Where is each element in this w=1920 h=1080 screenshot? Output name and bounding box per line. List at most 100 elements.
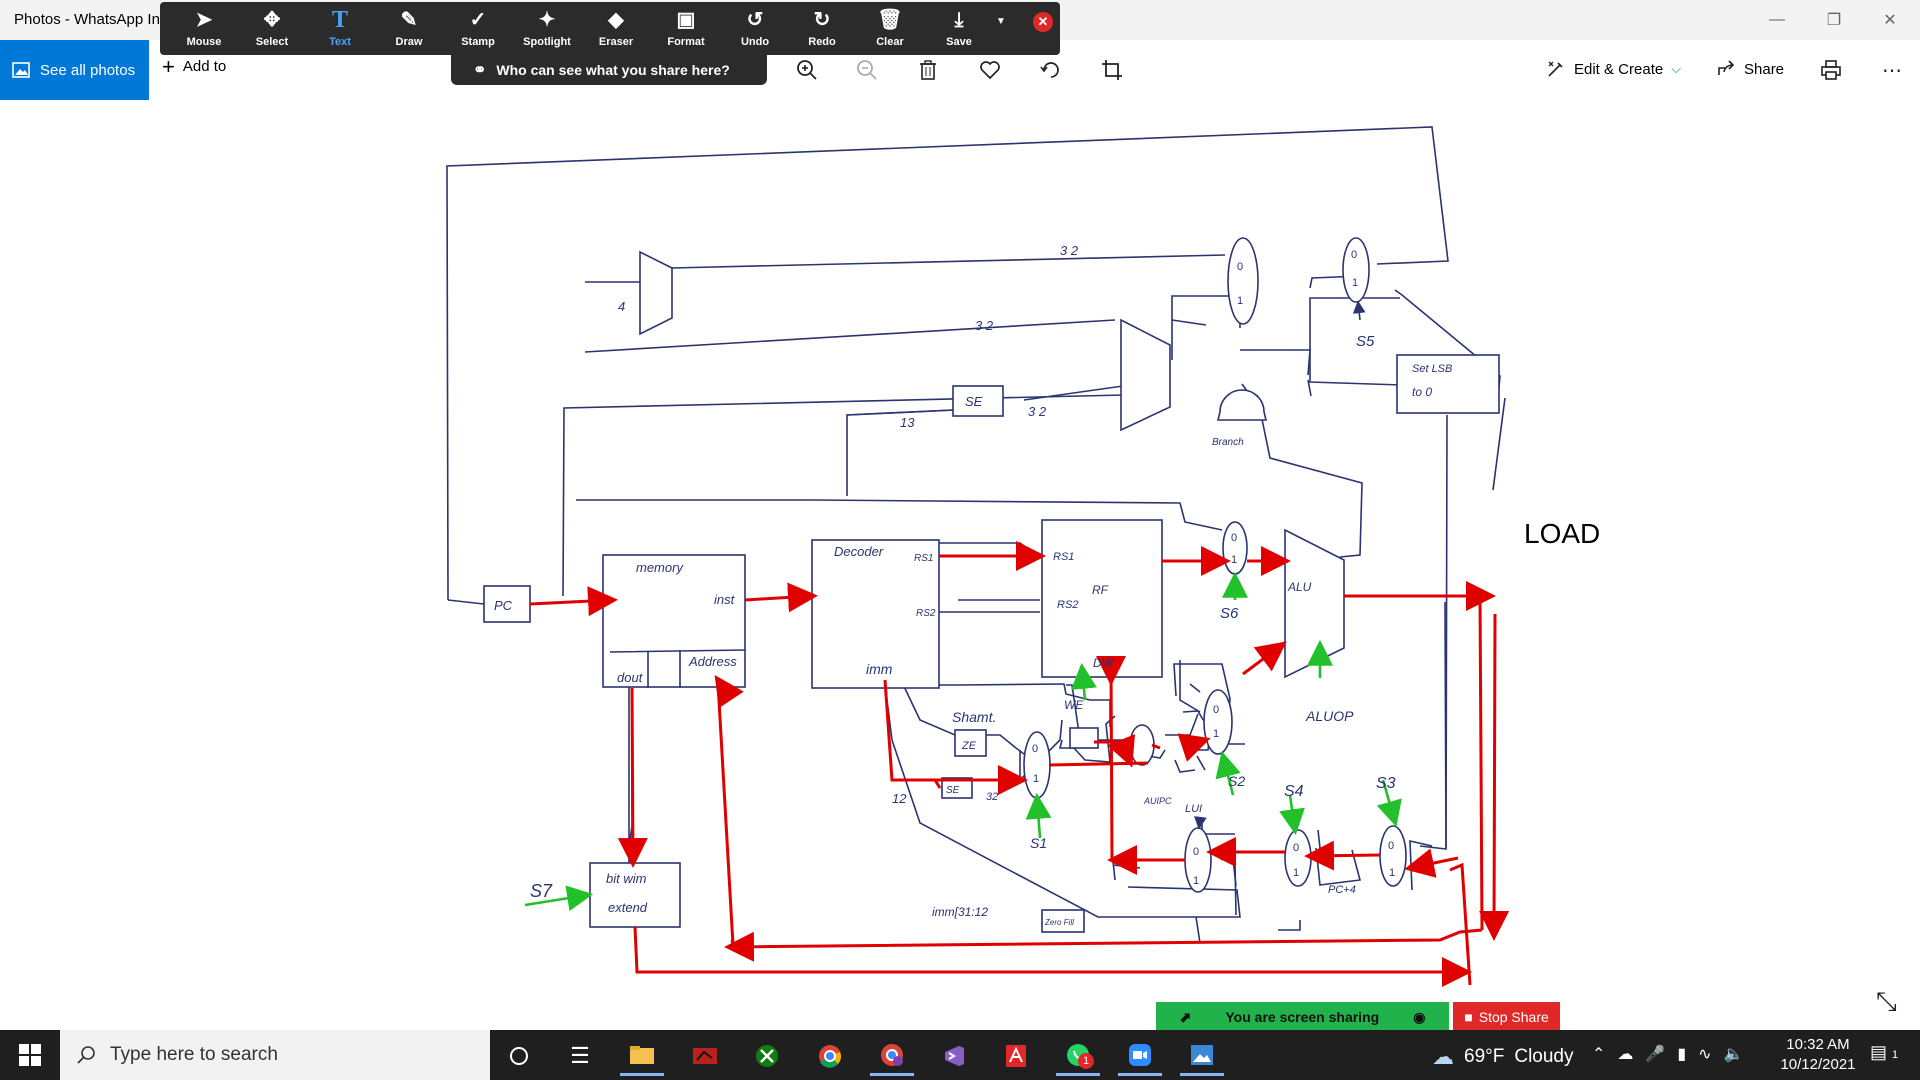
redo-icon: ↻ <box>813 8 831 31</box>
task-view-icon[interactable]: ☰ <box>570 1043 590 1068</box>
label-se-top: SE <box>965 394 983 409</box>
rotate-icon[interactable] <box>1037 56 1065 84</box>
chrome-icon[interactable] <box>808 1036 852 1076</box>
photos-icon <box>12 62 30 78</box>
notification-count: 1 <box>1892 1049 1899 1061</box>
tool-save[interactable]: ⤓Save <box>927 2 991 55</box>
chevron-up-icon[interactable]: ⌃ <box>1592 1046 1606 1063</box>
register-file <box>1041 519 1163 678</box>
eraser-icon: ◆ <box>608 8 624 31</box>
label-we: WE <box>1064 698 1084 712</box>
label-imm-31-12: imm[31:12 <box>932 905 988 919</box>
label-s3: S3 <box>1376 775 1396 792</box>
tool-mouse[interactable]: ➤Mouse <box>172 2 236 55</box>
label-w13: 13 <box>900 415 915 430</box>
text-icon: T <box>331 6 348 33</box>
notification-center[interactable]: ▤ 1 <box>1870 1042 1898 1063</box>
share-button[interactable]: Share <box>1716 59 1784 79</box>
edit-create-button[interactable]: Edit & Create ⌵ <box>1546 59 1681 79</box>
add-to-button[interactable]: + Add to <box>162 53 226 79</box>
crop-icon[interactable] <box>1098 56 1126 84</box>
cloud-icon: ☁ <box>1432 1044 1454 1069</box>
tool-stamp[interactable]: ✓Stamp <box>446 2 510 55</box>
label-set-lsb-2: to 0 <box>1412 385 1432 399</box>
stop-share-button[interactable]: ■ Stop Share <box>1453 1002 1560 1032</box>
tool-eraser[interactable]: ◆ Eraser <box>584 2 648 55</box>
share-icon <box>1718 60 1735 75</box>
person-icon: ⚭ <box>473 62 487 79</box>
share-visibility-text: Who can see what you share here? <box>496 62 730 78</box>
microphone-icon[interactable]: 🎤 <box>1645 1046 1666 1063</box>
label-rs2-out: RS2 <box>916 608 936 619</box>
heart-icon[interactable] <box>976 56 1004 84</box>
label-address: Address <box>688 654 737 669</box>
mux-top-1 <box>1227 237 1259 325</box>
checkmark-icon: ✓ <box>469 8 487 31</box>
tool-draw[interactable]: ✎Draw <box>377 2 441 55</box>
label-aluop: ALUOP <box>1305 708 1354 724</box>
label-pc4: PC+4 <box>1328 884 1356 896</box>
label-rf-rs1: RS1 <box>1053 551 1074 563</box>
onedrive-icon[interactable]: ☁ <box>1617 1046 1634 1063</box>
weather-desc: Cloudy <box>1514 1046 1574 1067</box>
restore-button[interactable]: ❐ <box>1804 0 1864 40</box>
file-explorer-icon[interactable] <box>620 1036 664 1076</box>
tool-select[interactable]: ✥Select <box>240 2 304 55</box>
tool-spotlight[interactable]: ✦Spotlight <box>515 2 579 55</box>
share-visibility-banner[interactable]: ⚭ Who can see what you share here? <box>451 55 767 85</box>
volume-icon[interactable]: 🔈 <box>1723 1046 1744 1063</box>
tool-format[interactable]: ▣Format <box>654 2 718 55</box>
tool-label: Format <box>667 35 705 48</box>
close-annotation-button[interactable]: ✕ <box>1033 12 1053 32</box>
visual-studio-icon[interactable] <box>932 1036 976 1076</box>
shield-check-icon: ◉ <box>1413 1008 1426 1025</box>
cortana-icon[interactable] <box>497 1036 541 1076</box>
chevron-down-icon: ⌵ <box>1671 61 1682 76</box>
wifi-icon[interactable]: ∿ <box>1698 1046 1712 1063</box>
tool-text[interactable]: T Text <box>308 2 372 55</box>
clock[interactable]: 10:32 AM 10/12/2021 <box>1768 1035 1868 1075</box>
minimize-button[interactable]: — <box>1747 0 1807 40</box>
print-icon[interactable] <box>1817 56 1845 84</box>
mux-s6 <box>1222 521 1248 575</box>
label-w32a: 3 2 <box>1060 243 1079 258</box>
tool-label: Mouse <box>186 35 222 48</box>
save-dropdown-icon[interactable]: ▼ <box>996 16 1006 27</box>
xbox-icon[interactable] <box>745 1036 789 1076</box>
sharing-status[interactable]: ⬈ You are screen sharing ◉ <box>1156 1002 1450 1032</box>
minimize-icon: — <box>1769 11 1785 28</box>
tool-clear[interactable]: 🗑Clear <box>858 2 922 55</box>
zoom-out-icon[interactable] <box>853 56 881 84</box>
acrobat-icon[interactable] <box>994 1036 1038 1076</box>
battery-icon[interactable]: ▮ <box>1677 1046 1687 1063</box>
svg-text:0: 0 <box>1351 249 1357 261</box>
tool-undo[interactable]: ↺Undo <box>723 2 787 55</box>
zoom-in-icon[interactable] <box>793 56 821 84</box>
tool-label: Text <box>329 35 351 48</box>
delete-icon[interactable] <box>914 56 942 84</box>
bitwin-extend-box <box>589 862 681 928</box>
label-auipc: AUIPC <box>1143 796 1172 806</box>
close-window-button[interactable]: ✕ <box>1860 0 1920 40</box>
chrome-profile-icon[interactable] <box>870 1036 914 1076</box>
stop-share-label: Stop Share <box>1478 1009 1549 1025</box>
tool-label: Eraser <box>598 35 634 48</box>
datapath-diagram: 4 3 2 3 2 3 2 13 SE Set LSB to 0 S5 Bran… <box>446 126 1510 987</box>
app-icon-red[interactable] <box>683 1036 727 1076</box>
plus-icon: + <box>162 53 175 79</box>
more-icon[interactable]: ⋯ <box>1882 59 1902 82</box>
taskbar-search[interactable]: Type here to search <box>60 1030 490 1080</box>
zoom-icon[interactable] <box>1118 1036 1162 1076</box>
photos-app-icon[interactable] <box>1180 1036 1224 1076</box>
pc-adder <box>639 250 673 336</box>
see-all-photos-button[interactable]: See all photos <box>0 40 149 100</box>
sharing-arrow-icon: ⬈ <box>1179 1008 1192 1025</box>
whatsapp-icon[interactable]: 1 <box>1056 1036 1100 1076</box>
label-inst: inst <box>714 592 736 607</box>
weather-widget[interactable]: ☁ 69°F Cloudy <box>1432 1044 1574 1070</box>
start-button[interactable] <box>0 1030 60 1080</box>
tool-label: Redo <box>808 35 836 48</box>
expand-icon[interactable]: ⤡ <box>1876 986 1897 1016</box>
tool-redo[interactable]: ↻ Redo <box>790 2 854 55</box>
pc-register <box>483 585 531 623</box>
